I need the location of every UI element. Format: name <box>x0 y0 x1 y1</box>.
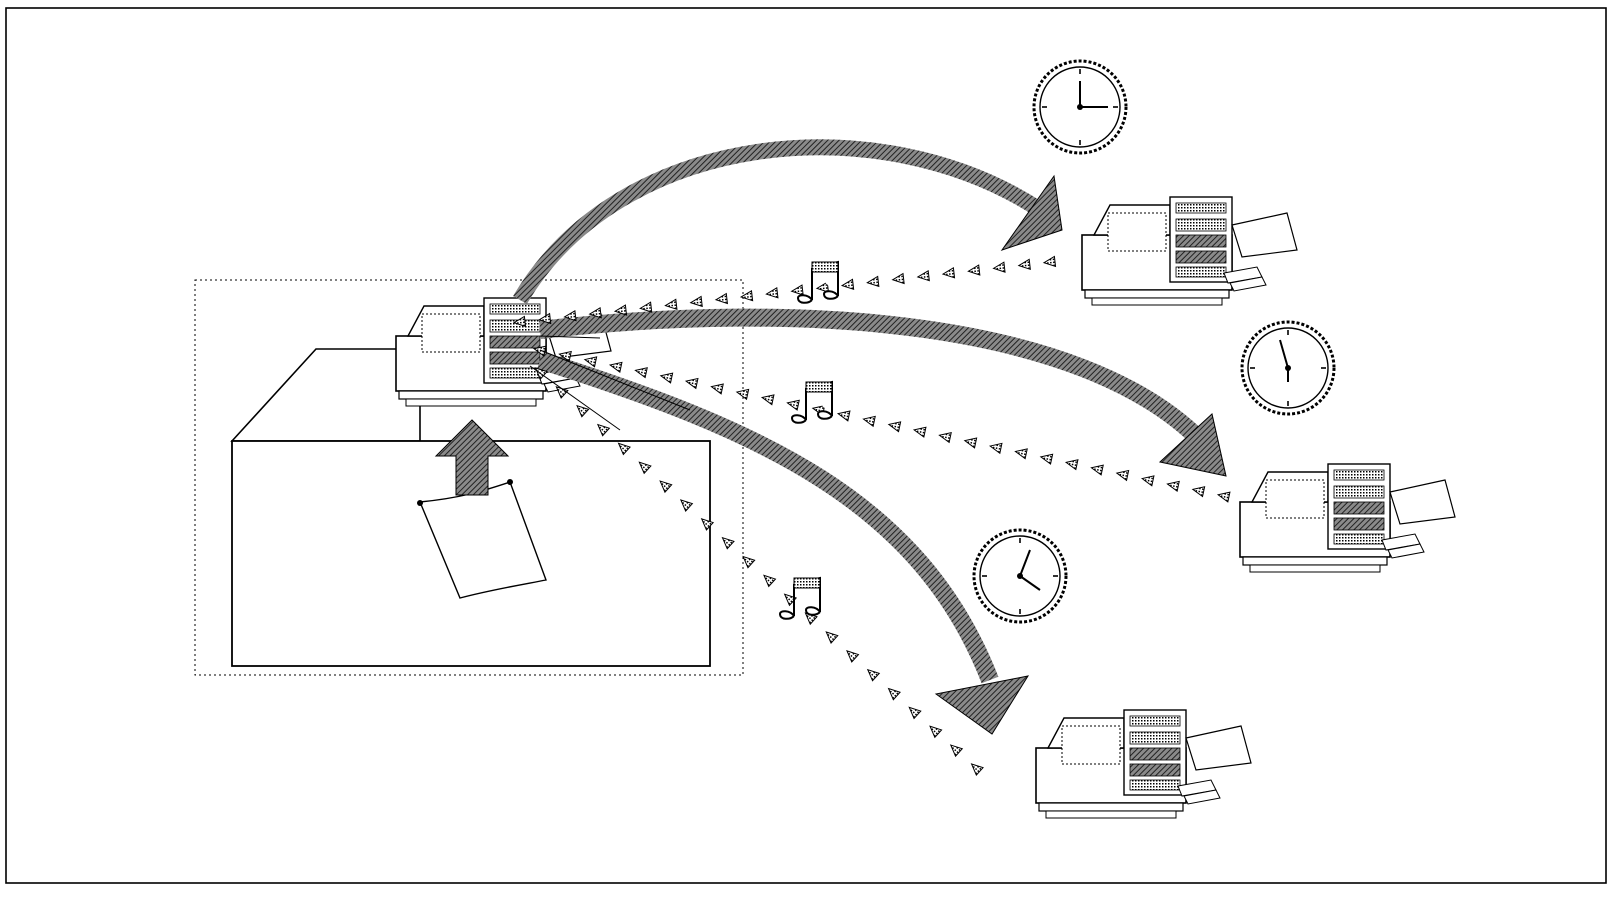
destination-fax-machine-middle <box>1240 464 1455 572</box>
signal-marker <box>690 296 702 307</box>
signal-marker <box>823 628 838 643</box>
signal-marker <box>719 534 734 549</box>
signal-marker <box>989 441 1002 453</box>
signal-marker <box>1090 463 1103 475</box>
signal-marker <box>584 355 597 367</box>
transmission-arrow-top <box>520 147 1062 300</box>
signal-marker <box>837 409 850 421</box>
signal-marker <box>917 271 929 282</box>
signal-marker <box>761 572 776 587</box>
signal-marker <box>685 376 698 388</box>
signal-marker <box>1116 468 1129 480</box>
signal-marker <box>906 704 921 719</box>
destination-fax-machine-top <box>1082 197 1297 305</box>
signal-marker <box>993 262 1005 273</box>
music-note-icon <box>798 262 838 303</box>
signal-marker <box>913 425 926 437</box>
signal-marker <box>1018 259 1030 270</box>
clock-icon <box>1242 322 1334 414</box>
signal-marker <box>741 291 753 302</box>
signal-marker <box>786 398 799 410</box>
signal-marker <box>864 666 879 681</box>
signal-marker <box>609 360 622 372</box>
signal-marker <box>964 436 977 448</box>
signal-marker <box>715 294 727 305</box>
destination-fax-machine-bottom <box>1036 710 1251 818</box>
signal-marker <box>1166 479 1179 491</box>
signal-marker <box>1217 490 1230 502</box>
signal-marker <box>942 268 954 279</box>
signal-marker <box>740 553 755 568</box>
signal-marker <box>1014 447 1027 459</box>
signal-marker <box>766 288 778 299</box>
signal-marker <box>968 760 983 775</box>
signal-marker <box>947 741 962 756</box>
signal-marker <box>938 430 951 442</box>
signal-marker <box>640 302 652 313</box>
signal-marker <box>660 371 673 383</box>
signal-marker <box>968 265 980 276</box>
signal-marker <box>761 393 774 405</box>
signal-marker <box>594 421 609 436</box>
signal-marker <box>1043 256 1055 267</box>
signal-marker <box>665 299 677 310</box>
signal-marker <box>862 414 875 426</box>
signal-marker <box>867 276 879 287</box>
signal-marker <box>1065 457 1078 469</box>
signal-marker <box>1141 474 1154 486</box>
signal-marker <box>1192 484 1205 496</box>
signal-marker <box>634 365 647 377</box>
signal-marker <box>710 382 723 394</box>
signal-marker <box>736 387 749 399</box>
clock-icon <box>1034 61 1126 153</box>
signal-marker <box>885 685 900 700</box>
clock-icon <box>974 530 1066 622</box>
signal-marker <box>1040 452 1053 464</box>
signal-marker <box>892 274 904 285</box>
signal-marker <box>888 420 901 432</box>
signal-marker <box>574 402 589 417</box>
signal-marker <box>844 647 859 662</box>
signal-marker <box>927 723 942 738</box>
origin-fax-machine <box>396 298 611 406</box>
signal-marker <box>842 279 854 290</box>
